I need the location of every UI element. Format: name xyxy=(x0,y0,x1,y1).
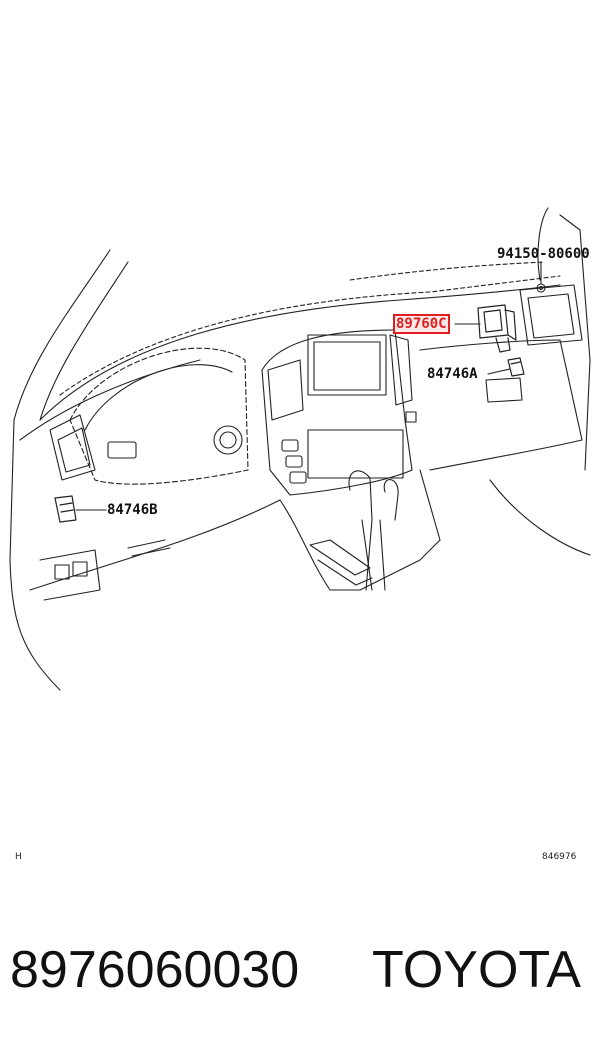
radar-module-part xyxy=(477,304,517,353)
label-94150-80600[interactable]: 94150-80600 xyxy=(497,246,590,262)
switch-part-a xyxy=(507,357,525,377)
cluster-hood xyxy=(69,347,249,485)
a-pillar-left xyxy=(9,249,111,691)
label-84746a[interactable]: 84746A xyxy=(427,366,478,382)
center-stack xyxy=(261,329,413,496)
label-89760c-highlighted[interactable]: 89760C xyxy=(393,314,450,334)
dashboard-line-drawing xyxy=(9,207,591,691)
leader-84746a xyxy=(487,368,511,375)
nav-screen xyxy=(307,334,387,396)
caption: 8976060030 TOYOTA xyxy=(0,935,600,1015)
footer-left-mark: H xyxy=(15,852,22,862)
dash-top-contour xyxy=(39,284,561,421)
center-console xyxy=(279,499,441,591)
glovebox-panel xyxy=(419,339,583,471)
left-vent xyxy=(49,414,96,481)
shifter xyxy=(348,470,373,591)
caption-brand: TOYOTA xyxy=(372,941,581,999)
caption-part-number: 8976060030 xyxy=(10,941,300,999)
right-vent xyxy=(519,284,583,346)
footer-diagram-code: 846976 xyxy=(542,852,577,862)
label-84746b[interactable]: 84746B xyxy=(107,502,158,518)
switch-part-b xyxy=(54,495,77,523)
